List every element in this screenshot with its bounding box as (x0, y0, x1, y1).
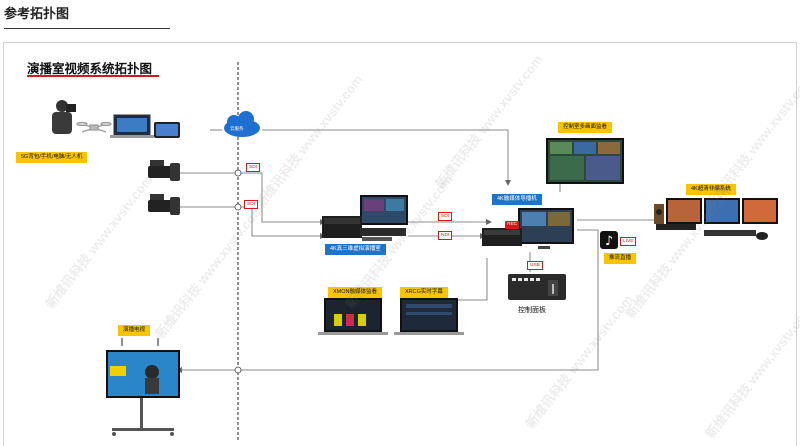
label-5g-sources: 5G背包/手机/电脑/无人机 (16, 152, 88, 163)
tag-sdi-1: SDI (246, 163, 260, 172)
camcorder-icon-1 (148, 160, 180, 181)
label-guide-machine: 4K融媒体导播机 (492, 194, 542, 205)
label-cloud: 云服务 (230, 126, 244, 131)
tablet-icon (154, 122, 180, 138)
label-live-stream: 推流直播 (604, 253, 637, 264)
tv-on-stand (106, 338, 180, 436)
tag-ndi: NDI (438, 231, 453, 240)
xrcg-laptop (394, 298, 464, 335)
tag-sdi-3: SDI (438, 212, 452, 221)
camcorder-icon-2 (148, 194, 180, 215)
label-virtual-studio: 4K真三维虚拟演播室 (325, 244, 386, 255)
label-xrcg: XRCG实时字幕 (400, 287, 448, 298)
label-tv: 演播电视 (118, 325, 151, 336)
junction-circles (234, 169, 242, 374)
guide-machine-station (482, 208, 574, 249)
title-underline (4, 28, 170, 29)
xmon-laptop (318, 298, 388, 335)
label-control-panel: 控制面板 (518, 307, 546, 314)
tag-usb: USB (527, 261, 543, 270)
tag-live: LIVE (620, 237, 637, 246)
page-title: 参考拓扑图 (4, 6, 70, 21)
label-uhd-record: 4K超清非编系统 (686, 184, 736, 195)
svg-text:♪: ♪ (605, 234, 613, 249)
diagram-title-underline (27, 75, 159, 77)
tag-rec: REC (505, 221, 520, 229)
diagram-title: 演播室视频系统拓扑图 (27, 62, 153, 76)
camera-operator-icon (52, 100, 76, 134)
control-panel (508, 274, 566, 300)
laptop-icon (110, 114, 154, 138)
label-monitor-wall: 控制室多画面监看 (558, 122, 613, 133)
diagram-frame (3, 42, 797, 446)
tag-sdi-2: SDI (244, 200, 258, 209)
multiview-monitor (546, 138, 624, 184)
uhd-editing-station (654, 198, 778, 240)
virtual-studio-station (322, 195, 408, 241)
tiktok-icon: ♪ (600, 231, 618, 249)
cloud-icon (224, 111, 260, 137)
label-xmon: XMON融媒体监看 (328, 287, 383, 298)
drone-icon (76, 121, 112, 133)
